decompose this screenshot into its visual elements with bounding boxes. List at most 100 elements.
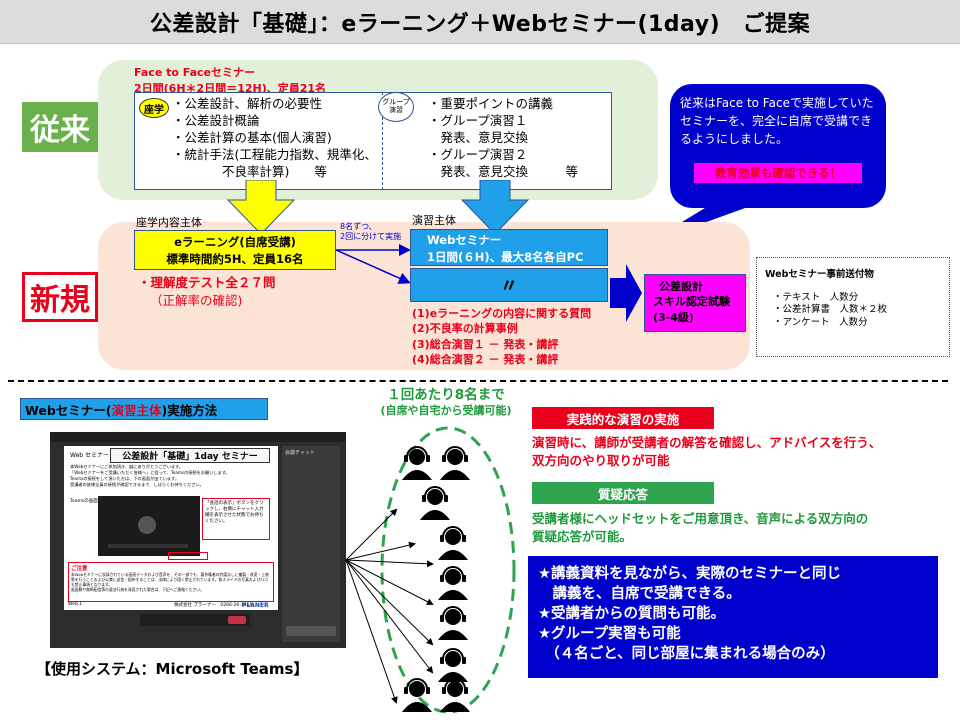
- per-session-line2: (自席や自宅から受講可能): [380, 404, 512, 418]
- chat-input[interactable]: [286, 626, 336, 636]
- elearning-box: eラーニング(自席受講) 標準時間約5H、定員16名: [134, 230, 336, 270]
- lecture-item: ・公差設計概論: [172, 112, 260, 128]
- lecture-badge: 座学: [139, 98, 169, 118]
- slide-line: Teamsの接続をして頂いた方は、下の画面が出ています。: [70, 476, 180, 482]
- practice-text: 演習時に、講師が受講者の解答を確認し、アドバイスを行う、 双方向のやり取りが可能: [532, 434, 881, 470]
- old-divider: [382, 92, 383, 190]
- features-box: ★講義資料を見ながら、実際のセミナーと同じ 講義を、自席で受講できる。★受講者か…: [528, 556, 938, 678]
- slide-line: 本Webセミナーにご参加頂き、誠にありがとうございます。: [70, 464, 184, 469]
- old-header-line2: 2日間(6H＊2日間＝12H)、定員21名: [134, 81, 327, 95]
- seminar-item: (4)総合演習２ － 発表・講評: [412, 353, 559, 367]
- slide-title: 公差設計「基礎」1day セミナー: [110, 448, 270, 463]
- attachments-list: ・テキスト 人数分・公差計算書 人数＊２枚・アンケート 人数分: [765, 292, 941, 329]
- slide-notice-text: 本Webセミナーに収録されている画面データおよび音声を、その一部でも、著作権者の…: [71, 572, 269, 588]
- connection-lines: [345, 508, 434, 704]
- webseminar-ditto-box: 〃: [410, 268, 608, 302]
- practice-line1: 演習時に、講師が受講者の解答を確認し、アドバイスを行う、: [532, 435, 882, 450]
- old-content-box: [134, 92, 612, 190]
- page-title: 公差設計「基礎」：eラーニング＋Webセミナー(1day) ご提案: [0, 0, 960, 44]
- slide-video-avatar: [138, 516, 156, 534]
- feature-item: 講義を、自席で受講できる。: [538, 586, 741, 602]
- lecture-item: ・統計手法(工程能力指数、規準化、: [172, 146, 377, 162]
- system-label: 【使用システム：Microsoft Teams】: [36, 660, 309, 678]
- participant-headset-icon: [438, 606, 468, 640]
- slide-line: 「Webセミナーをご受講いただく皆様へ」に従って、Teamsの接続をお願いします…: [70, 470, 230, 476]
- attachment-item: ・公差計算書 人数＊２枚: [773, 304, 888, 316]
- slide-teams-label: Teamsの画面: [70, 499, 98, 504]
- qa-badge: 質疑応答: [532, 482, 714, 504]
- seminar-items: (1)eラーニングの内容に関する質問(2)不良率の計算事例(3)総合演習１ － …: [412, 306, 591, 368]
- participant-headset-icon: [438, 526, 468, 560]
- exercise-title: 演習主体: [412, 214, 456, 227]
- chat-title: 会議チャット: [285, 450, 315, 456]
- elearning-line2: 標準時間約5H、定員16名: [166, 251, 304, 266]
- teams-slide: Web セミナー 公差設計「基礎」1day セミナー 本Webセミナーにご参加頂…: [64, 446, 278, 610]
- split-note: 8名ずつ、 2回に分けて実施: [340, 222, 401, 241]
- exam-line2: スキル認定試験: [653, 295, 730, 309]
- teams-chat-panel[interactable]: 会議チャット: [282, 446, 340, 642]
- lecture-item: 不良率計算) 等: [172, 163, 327, 179]
- practice-line2: 双方向のやり取りが可能: [532, 453, 670, 469]
- slide-logo: PLANER: [242, 602, 269, 609]
- exam-box: 公差設計 スキル認定試験 (3-4級): [644, 274, 746, 332]
- teams-controls[interactable]: [140, 614, 250, 626]
- participants-ellipse: [380, 426, 516, 714]
- slide-brand: Web セミナー: [70, 452, 109, 459]
- callout-text: 従来はFace to Faceで実施していたセミナーを、完全に自席で受講できるよ…: [680, 96, 874, 146]
- label-new: 新規: [22, 272, 98, 322]
- test-line2: （正解率の確認): [150, 292, 243, 308]
- participant-headset-icon: [402, 446, 432, 480]
- slide-red-frame: [168, 552, 208, 560]
- teams-topbar: [50, 432, 346, 442]
- test-line1: ・理解度テスト全２７問: [138, 275, 276, 290]
- seminar-item: (3)総合演習１ － 発表・講評: [412, 337, 559, 351]
- leave-button[interactable]: [228, 616, 246, 624]
- yellow-down-arrow: [226, 180, 296, 235]
- method-title-pre: Webセミナー(: [25, 402, 112, 418]
- participant-headset-icon: [440, 678, 470, 712]
- slide-lines: 本Webセミナーにご参加頂き、誠にありがとうございます。「Webセミナーをご受講…: [70, 464, 276, 488]
- webseminar-line1: Webセミナー: [427, 233, 502, 247]
- elearning-line1: eラーニング(自席受講): [174, 235, 296, 249]
- exam-line1: 公差設計: [659, 280, 703, 293]
- slide-footer: Web.1: [68, 602, 83, 607]
- per-session-line1: １回あたり8名まで: [387, 387, 505, 403]
- qa-text: 受講者様にヘッドセットをご用意頂き、音声による双方向の 質疑応答が可能。: [532, 510, 868, 546]
- feature-item: ★受講者からの質問も可能。: [538, 606, 725, 622]
- old-lecture-list: ・公差設計、解析の必要性・公差設計概論・公差計算の基本(個人演習)・統計手法(工…: [172, 96, 377, 180]
- slide-line: 受講者の皆様全員の接続が確認できるまで、しばらくお待ちください。: [70, 482, 204, 488]
- callout-badge: 教育効果も確認できる！: [694, 163, 862, 183]
- group-item: ・重要ポイントの講義: [428, 96, 554, 111]
- method-title: Webセミナー(演習主体)実施方法: [20, 398, 268, 420]
- split-note-line1: 8名ずつ、: [340, 222, 377, 231]
- split-arrows: [335, 244, 411, 284]
- group-item: 発表、意見交換: [428, 129, 529, 145]
- label-old: 従来: [22, 102, 98, 152]
- lecture-item: ・公差計算の基本(個人演習): [172, 129, 332, 145]
- practice-badge: 実践的な演習の実施: [532, 407, 714, 429]
- attachment-item: ・テキスト 人数分: [773, 292, 859, 303]
- exam-line3: (3-4級): [653, 310, 694, 324]
- seminar-item: (2)不良率の計算事例: [412, 322, 518, 336]
- method-title-emph: 演習主体: [111, 402, 162, 418]
- participant-headset-icon: [402, 678, 432, 712]
- group-badge: グループ演習: [378, 92, 414, 122]
- test-text: ・理解度テスト全２７問 （正解率の確認): [138, 274, 276, 309]
- feature-item: ★グループ実習も可能: [538, 626, 681, 642]
- group-item: 発表、意見交換 等: [428, 163, 579, 179]
- attachments-title: Webセミナー事前送付物: [765, 269, 874, 280]
- qa-line1: 受講者様にヘッドセットをご用意頂き、音声による双方向の: [532, 511, 869, 526]
- slide-notice: ご注意 本Webセミナーに収録されている画面データおよび音声を、その一部でも、著…: [68, 562, 274, 602]
- old-group-list: ・重要ポイントの講義・グループ演習１ 発表、意見交換・グループ演習２ 発表、意見…: [428, 96, 578, 180]
- slide-video-bar: [108, 544, 188, 548]
- slide-teams-video: [98, 496, 200, 556]
- slide-notice-title: ご注意: [71, 566, 88, 572]
- group-item: ・グループ演習１: [428, 112, 528, 128]
- section-divider: [8, 380, 948, 382]
- slide-company: 株式会社 プラーナー 0266-26-1456: [174, 603, 253, 608]
- teams-screenshot: Web セミナー 公差設計「基礎」1day セミナー 本Webセミナーにご参加頂…: [50, 432, 346, 648]
- participant-headset-icon: [438, 566, 468, 600]
- attachment-item: ・アンケート 人数分: [773, 316, 868, 328]
- qa-line2: 質疑応答が可能。: [532, 529, 633, 545]
- feature-item: （４名ごと、同じ部屋に集まれる場合のみ）: [538, 646, 835, 662]
